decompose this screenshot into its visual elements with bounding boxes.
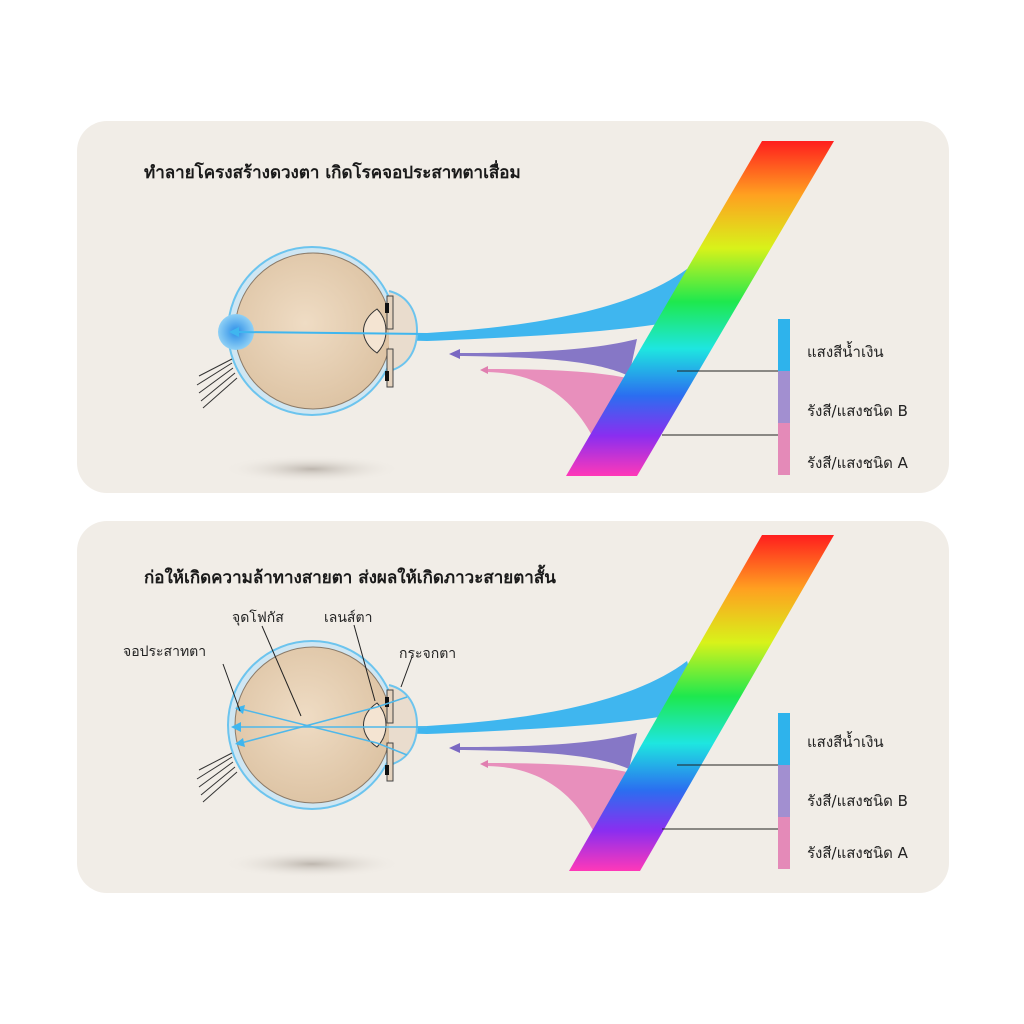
rainbow-spectrum-band — [569, 535, 834, 871]
legend-label-type-b: รังสี/แสงชนิด B — [807, 792, 908, 810]
optic-nerve — [196, 752, 238, 803]
blue-light-beam — [237, 269, 702, 341]
panel-title: ทำลายโครงสร้างดวงตา เกิดโรคจอประสาทตาเสื… — [144, 163, 521, 183]
cornea — [388, 290, 419, 372]
legend-label-type-b: รังสี/แสงชนิด B — [807, 402, 908, 420]
type-b-beam — [457, 733, 637, 769]
type-b-arrowhead — [449, 349, 460, 359]
legend-label-type-a: รังสี/แสงชนิด A — [807, 844, 908, 862]
legend-swatch-a — [778, 423, 790, 475]
optic-nerve — [196, 358, 238, 409]
lens — [363, 702, 387, 748]
legend-label-blue-light: แสงสีน้ำเงิน — [807, 343, 884, 361]
legend-swatch-blue — [778, 713, 790, 765]
label-retina: จอประสาทตา — [123, 644, 207, 660]
type-a-beam — [487, 369, 632, 441]
eye-diagram-2 — [196, 535, 834, 878]
part-leader-lines — [222, 624, 413, 717]
legend-label-blue-light: แสงสีน้ำเงิน — [807, 733, 884, 751]
eye-shadow — [222, 850, 402, 878]
rainbow-spectrum-band — [566, 141, 834, 476]
blue-light-ray — [236, 331, 428, 335]
label-lens: เลนส์ตา — [324, 610, 373, 626]
legend-swatch-b — [778, 371, 790, 423]
type-a-beam — [487, 763, 632, 834]
cornea — [388, 684, 419, 766]
eye-diagram-1 — [196, 141, 834, 483]
type-b-beam — [457, 339, 637, 376]
label-focal-point: จุดโฟกัส — [232, 610, 284, 626]
type-b-arrowhead — [449, 743, 460, 753]
focus-rays — [237, 696, 427, 756]
iris-bottom — [386, 348, 394, 388]
label-cornea: กระจกตา — [399, 646, 457, 662]
type-a-arrowhead — [480, 366, 488, 374]
lens — [363, 308, 387, 354]
legend-swatch-a — [778, 817, 790, 869]
panel-title: ก่อให้เกิดความล้าทางสายตา ส่งผลให้เกิดภา… — [144, 568, 556, 588]
type-a-arrowhead — [480, 760, 488, 768]
iris-bottom — [386, 742, 394, 782]
legend-swatch-blue — [778, 319, 790, 371]
legend-label-type-a: รังสี/แสงชนิด A — [807, 454, 908, 472]
legend-swatch-b — [778, 765, 790, 817]
eye-shadow — [222, 455, 402, 483]
panel-macular-degeneration: ทำลายโครงสร้างดวงตา เกิดโรคจอประสาทตาเสื… — [77, 121, 949, 493]
panel-eye-strain-myopia: ก่อให้เกิดความล้าทางสายตา ส่งผลให้เกิดภา… — [77, 521, 949, 893]
blue-light-beam — [237, 661, 702, 734]
